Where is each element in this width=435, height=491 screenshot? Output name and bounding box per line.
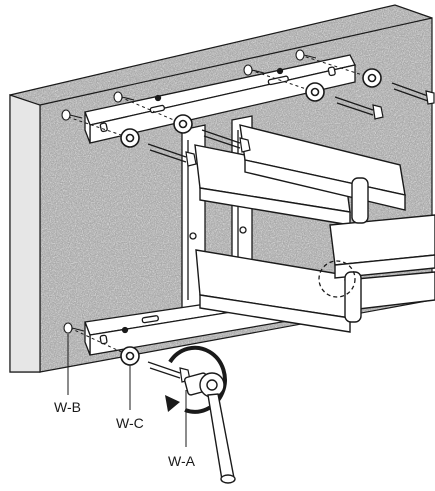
alignment-lines: [67, 54, 373, 357]
wall-plug-icon: [61, 109, 83, 121]
articulating-arms: [194, 124, 435, 333]
wall-plugs: [61, 49, 317, 334]
label-wall-plug: W-B: [54, 399, 81, 415]
detail-highlight-circle: [318, 260, 356, 298]
lag-bolt-icon: [391, 82, 435, 105]
lag-bolts: [147, 82, 435, 383]
lag-bolt-icon: [147, 143, 197, 167]
wall-plug-icon: [243, 64, 265, 76]
washer-icon: [305, 82, 325, 102]
washer-icon: [120, 346, 140, 366]
label-washer: W-C: [116, 415, 144, 431]
lag-bolt-icon: [334, 96, 384, 120]
callout-leaders: [67, 334, 187, 447]
wall-plug-icon: [295, 49, 317, 61]
wall-plug-icon: [113, 91, 135, 103]
lag-bolt-icon: [147, 361, 191, 383]
label-lag-bolt: W-A: [168, 453, 196, 469]
washers: [120, 68, 382, 366]
rotation-arrow-icon: [165, 345, 227, 414]
washer-icon: [173, 114, 193, 134]
lag-bolt-icon: [201, 129, 251, 153]
top-wall-rail: [84, 54, 356, 144]
wall-top-edge: [9, 4, 433, 96]
washer-icon: [362, 68, 382, 88]
wall-plug-icon: [63, 322, 85, 334]
washer-icon: [120, 128, 140, 148]
ratchet-wrench-icon: [184, 372, 236, 484]
